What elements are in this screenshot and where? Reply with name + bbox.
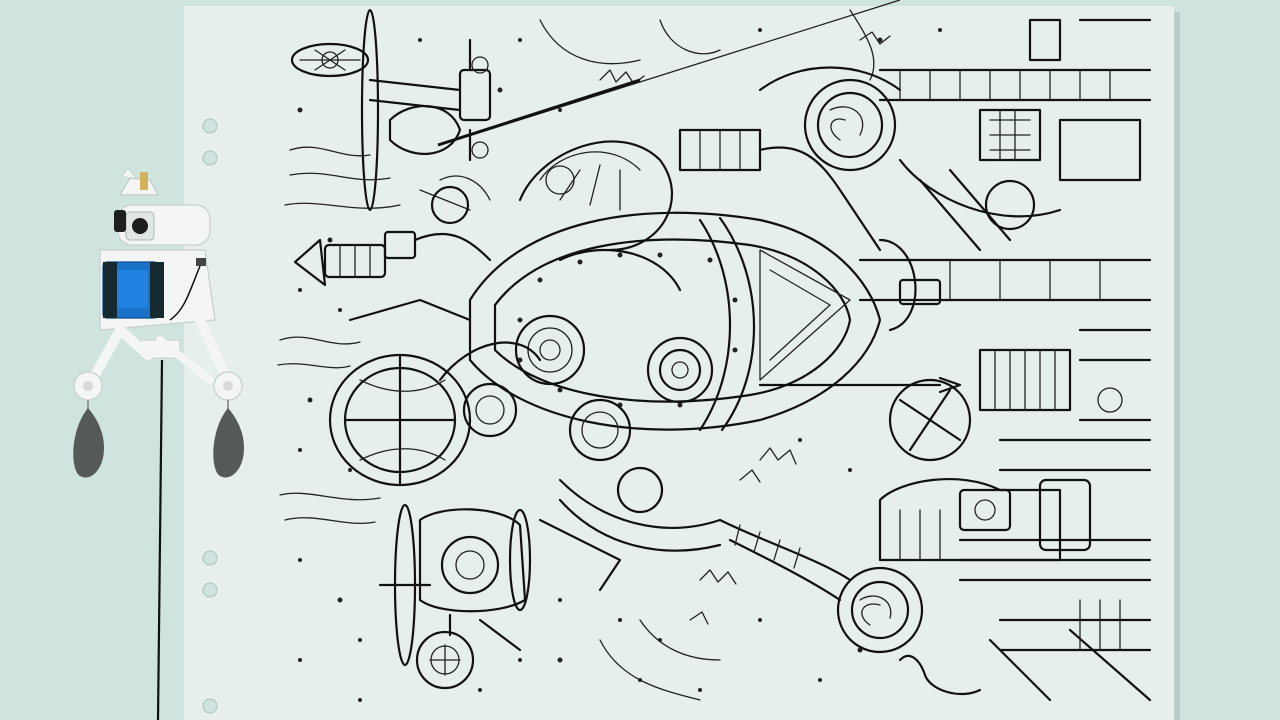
propeller-drone-bottom xyxy=(378,503,532,690)
star-dots xyxy=(297,28,942,702)
machine-cluster-top-right xyxy=(678,18,1152,252)
drill-arm xyxy=(293,230,492,287)
cockpit-sphere xyxy=(328,298,542,487)
counterweight-icon xyxy=(73,400,244,478)
machine-cluster-bottom-right xyxy=(718,478,1152,702)
servo-motor-icon xyxy=(102,261,164,319)
machine-cluster-right xyxy=(858,238,1152,472)
spaceship-hull xyxy=(462,140,962,462)
punch-holes xyxy=(202,118,218,714)
plotter-strings xyxy=(156,0,901,720)
paper-sheet xyxy=(184,6,1180,720)
bottom-pipes xyxy=(538,466,722,592)
propeller-drone-top xyxy=(290,8,492,225)
line-art-illustration xyxy=(277,8,1152,702)
cloud-swirls xyxy=(277,9,891,701)
pen-plotter-gondola-icon xyxy=(73,167,244,478)
